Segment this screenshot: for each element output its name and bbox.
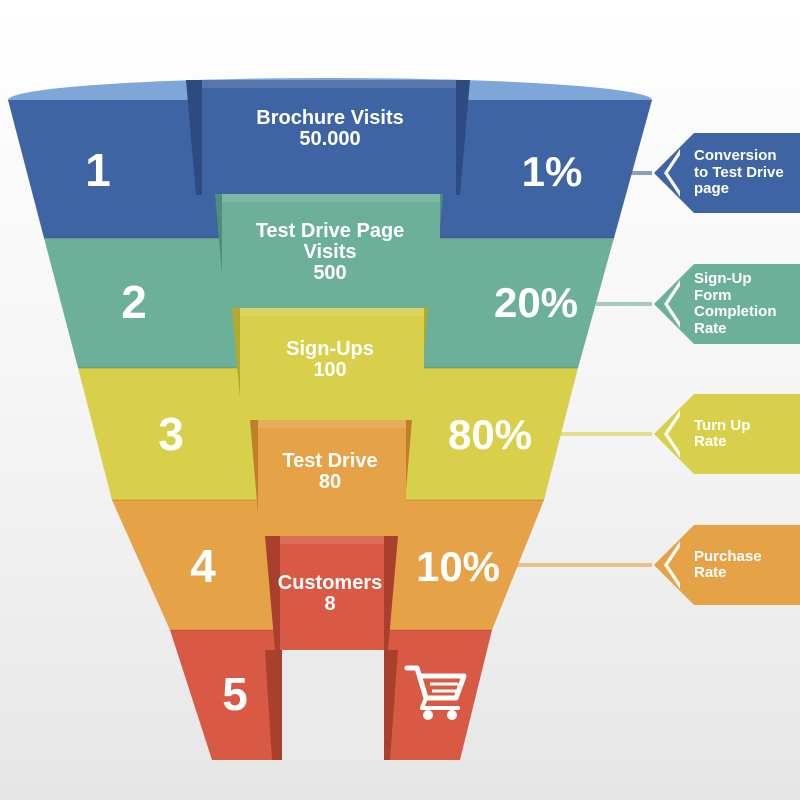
callout-1-text: Conversion to Test Drive page	[694, 133, 798, 213]
stage-face-highlight	[258, 420, 406, 428]
callout-line: page	[694, 180, 730, 198]
channel-wall-right	[384, 650, 398, 760]
callout-line: Form	[694, 286, 732, 304]
stage-3-rate: 80%	[447, 411, 533, 458]
callout-3-text: Turn Up Rate	[694, 394, 798, 474]
stage-3-number: 3	[158, 408, 184, 460]
stage-1-number: 1	[85, 144, 111, 196]
stage-5-face	[280, 536, 384, 650]
stage-4-label: Test Drive 80	[240, 451, 420, 493]
stage-4-rate: 10%	[415, 543, 501, 590]
callout-shape	[654, 394, 800, 474]
callout-4-text: Purchase Rate	[694, 525, 798, 605]
callout-line: Sign-Up	[694, 270, 752, 287]
stage-3-face	[240, 308, 424, 421]
callout-line: to Test Drive	[694, 163, 784, 181]
stage-3-value: 100	[313, 359, 347, 381]
callout-purchase-rate: Purchase Rate	[646, 525, 800, 605]
stage-1-face	[202, 80, 456, 195]
stage-3-label: Sign-Ups 100	[240, 339, 420, 381]
callout-arrow-inner	[668, 541, 690, 589]
stage-4-value: 80	[318, 471, 342, 493]
callout-line: Completion	[694, 303, 777, 320]
callout-shape	[654, 525, 800, 605]
callout-arrow-inner	[668, 149, 690, 197]
callout-line: Conversion	[694, 147, 777, 165]
callout-shape	[654, 133, 800, 213]
stage-5-label: Customers 8	[240, 573, 420, 615]
shopping-cart-icon	[404, 665, 467, 720]
stage-1-value: 50.000	[299, 128, 361, 150]
stage-face-highlight	[202, 80, 456, 88]
callout-arrow-inner	[668, 280, 690, 328]
stage-4-face	[258, 420, 406, 537]
callout-signup-completion-rate: Sign-Up Form Completion Rate	[646, 264, 800, 344]
callout-turn-up-rate: Turn Up Rate	[646, 394, 800, 474]
stage-2-face	[222, 194, 440, 309]
stage-1-label-line: Brochure Visits	[256, 107, 404, 129]
stage-2-number: 2	[121, 276, 147, 328]
stage-1-rate: 1%	[521, 148, 583, 195]
stage-2-label-line: Test Drive Page	[255, 220, 405, 242]
callout-conversion-rate: Conversion to Test Drive page	[646, 133, 800, 213]
stage-1-label: Brochure Visits 50.000	[240, 108, 420, 150]
callout-line: Rate	[694, 319, 727, 337]
stage-2-rate: 20%	[493, 279, 579, 326]
callout-line: Purchase	[694, 547, 762, 565]
stage-face-highlight	[222, 194, 440, 202]
callout-arrow-inner	[668, 410, 690, 458]
callout-line: Rate	[694, 564, 727, 581]
callout-line: Turn Up	[694, 416, 751, 434]
stage-3-label-line: Sign-Ups	[286, 338, 374, 360]
stage-4-number: 4	[190, 540, 216, 592]
channel-wall-left	[265, 650, 282, 760]
stage-face-highlight	[280, 536, 384, 544]
stage-face-highlight	[240, 308, 424, 316]
stage-5-label-line: Customers	[277, 572, 383, 594]
stage-2-value: 500	[313, 262, 347, 284]
stage-2-label: Test Drive Page Visits 500	[240, 221, 420, 284]
stage-2-label-line: Visits	[303, 241, 357, 263]
callout-line: Rate	[694, 433, 727, 450]
stage-5-value: 8	[324, 593, 336, 615]
stage-4-label-line: Test Drive	[282, 450, 378, 472]
callout-2-text: Sign-Up Form Completion Rate	[694, 264, 798, 344]
stage-5-number: 5	[222, 668, 248, 720]
funnel-bottom-opening	[282, 650, 384, 760]
callout-shape	[654, 264, 800, 344]
